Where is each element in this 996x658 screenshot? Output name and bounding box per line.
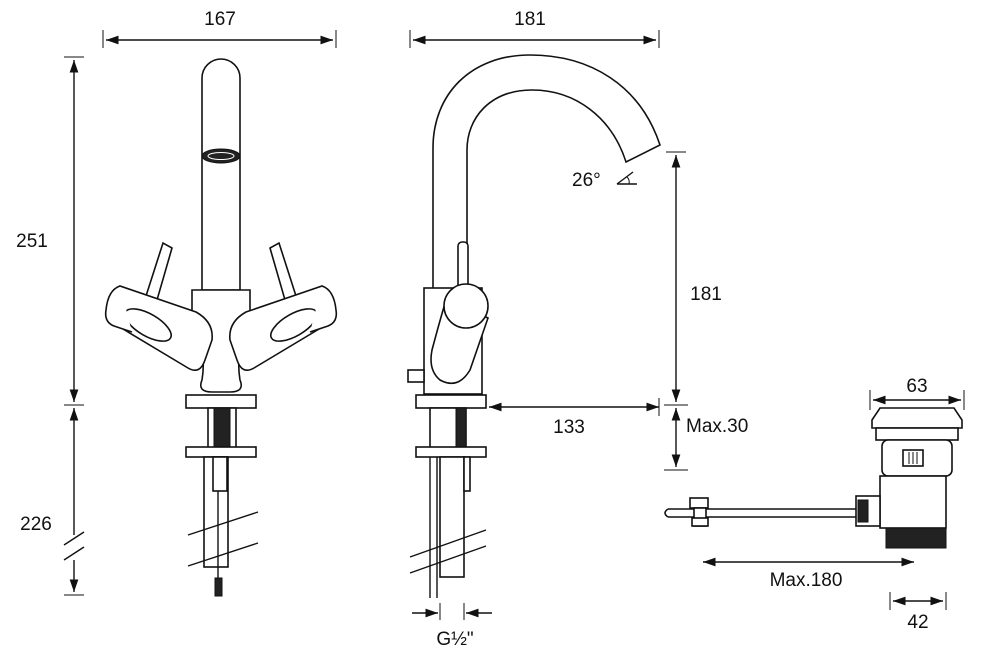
side-width-dimension: 181 [409, 9, 660, 48]
front-view: 167 251 226 [16, 9, 338, 597]
waste-body [855, 407, 963, 549]
side-reach-label: 133 [553, 417, 585, 438]
side-spout-height-dimension: 181 Max.30 [664, 151, 748, 471]
side-thread-dimension: G½" [412, 603, 492, 650]
front-base-and-shank [185, 394, 259, 597]
front-left-handle [104, 241, 213, 371]
waste-pull-rod [664, 497, 856, 527]
side-angle-indicator: 26° [572, 170, 637, 191]
waste-view: 63 Max.180 [664, 376, 965, 633]
side-view: 181 26° [407, 9, 748, 650]
waste-tail-width-label: 42 [907, 612, 928, 633]
side-reach-dimension: 133 [489, 398, 660, 438]
front-width-label: 167 [204, 9, 236, 30]
front-spout-column [201, 58, 241, 291]
waste-rod-length-label: Max.180 [770, 570, 843, 591]
side-thread-label: G½" [436, 629, 473, 650]
front-height-dimension: 251 226 [16, 56, 85, 596]
front-width-dimension: 167 [102, 9, 337, 48]
waste-rod-length-dimension: Max.180 [703, 557, 914, 591]
side-valve-body [407, 241, 489, 395]
front-lower-height-label: 226 [20, 514, 52, 535]
side-spout-height-label: 181 [690, 284, 722, 305]
side-max-deck-label: Max.30 [686, 416, 748, 437]
waste-tail-width-dimension: 42 [889, 592, 947, 633]
side-base-and-shank [409, 394, 487, 598]
front-upper-height-label: 251 [16, 231, 48, 252]
side-width-label: 181 [514, 9, 546, 30]
front-right-handle [229, 241, 338, 371]
waste-head-width-dimension: 63 [869, 376, 965, 410]
side-angle-label: 26° [572, 170, 601, 191]
side-gooseneck-spout [432, 54, 661, 291]
waste-head-width-label: 63 [906, 376, 927, 397]
